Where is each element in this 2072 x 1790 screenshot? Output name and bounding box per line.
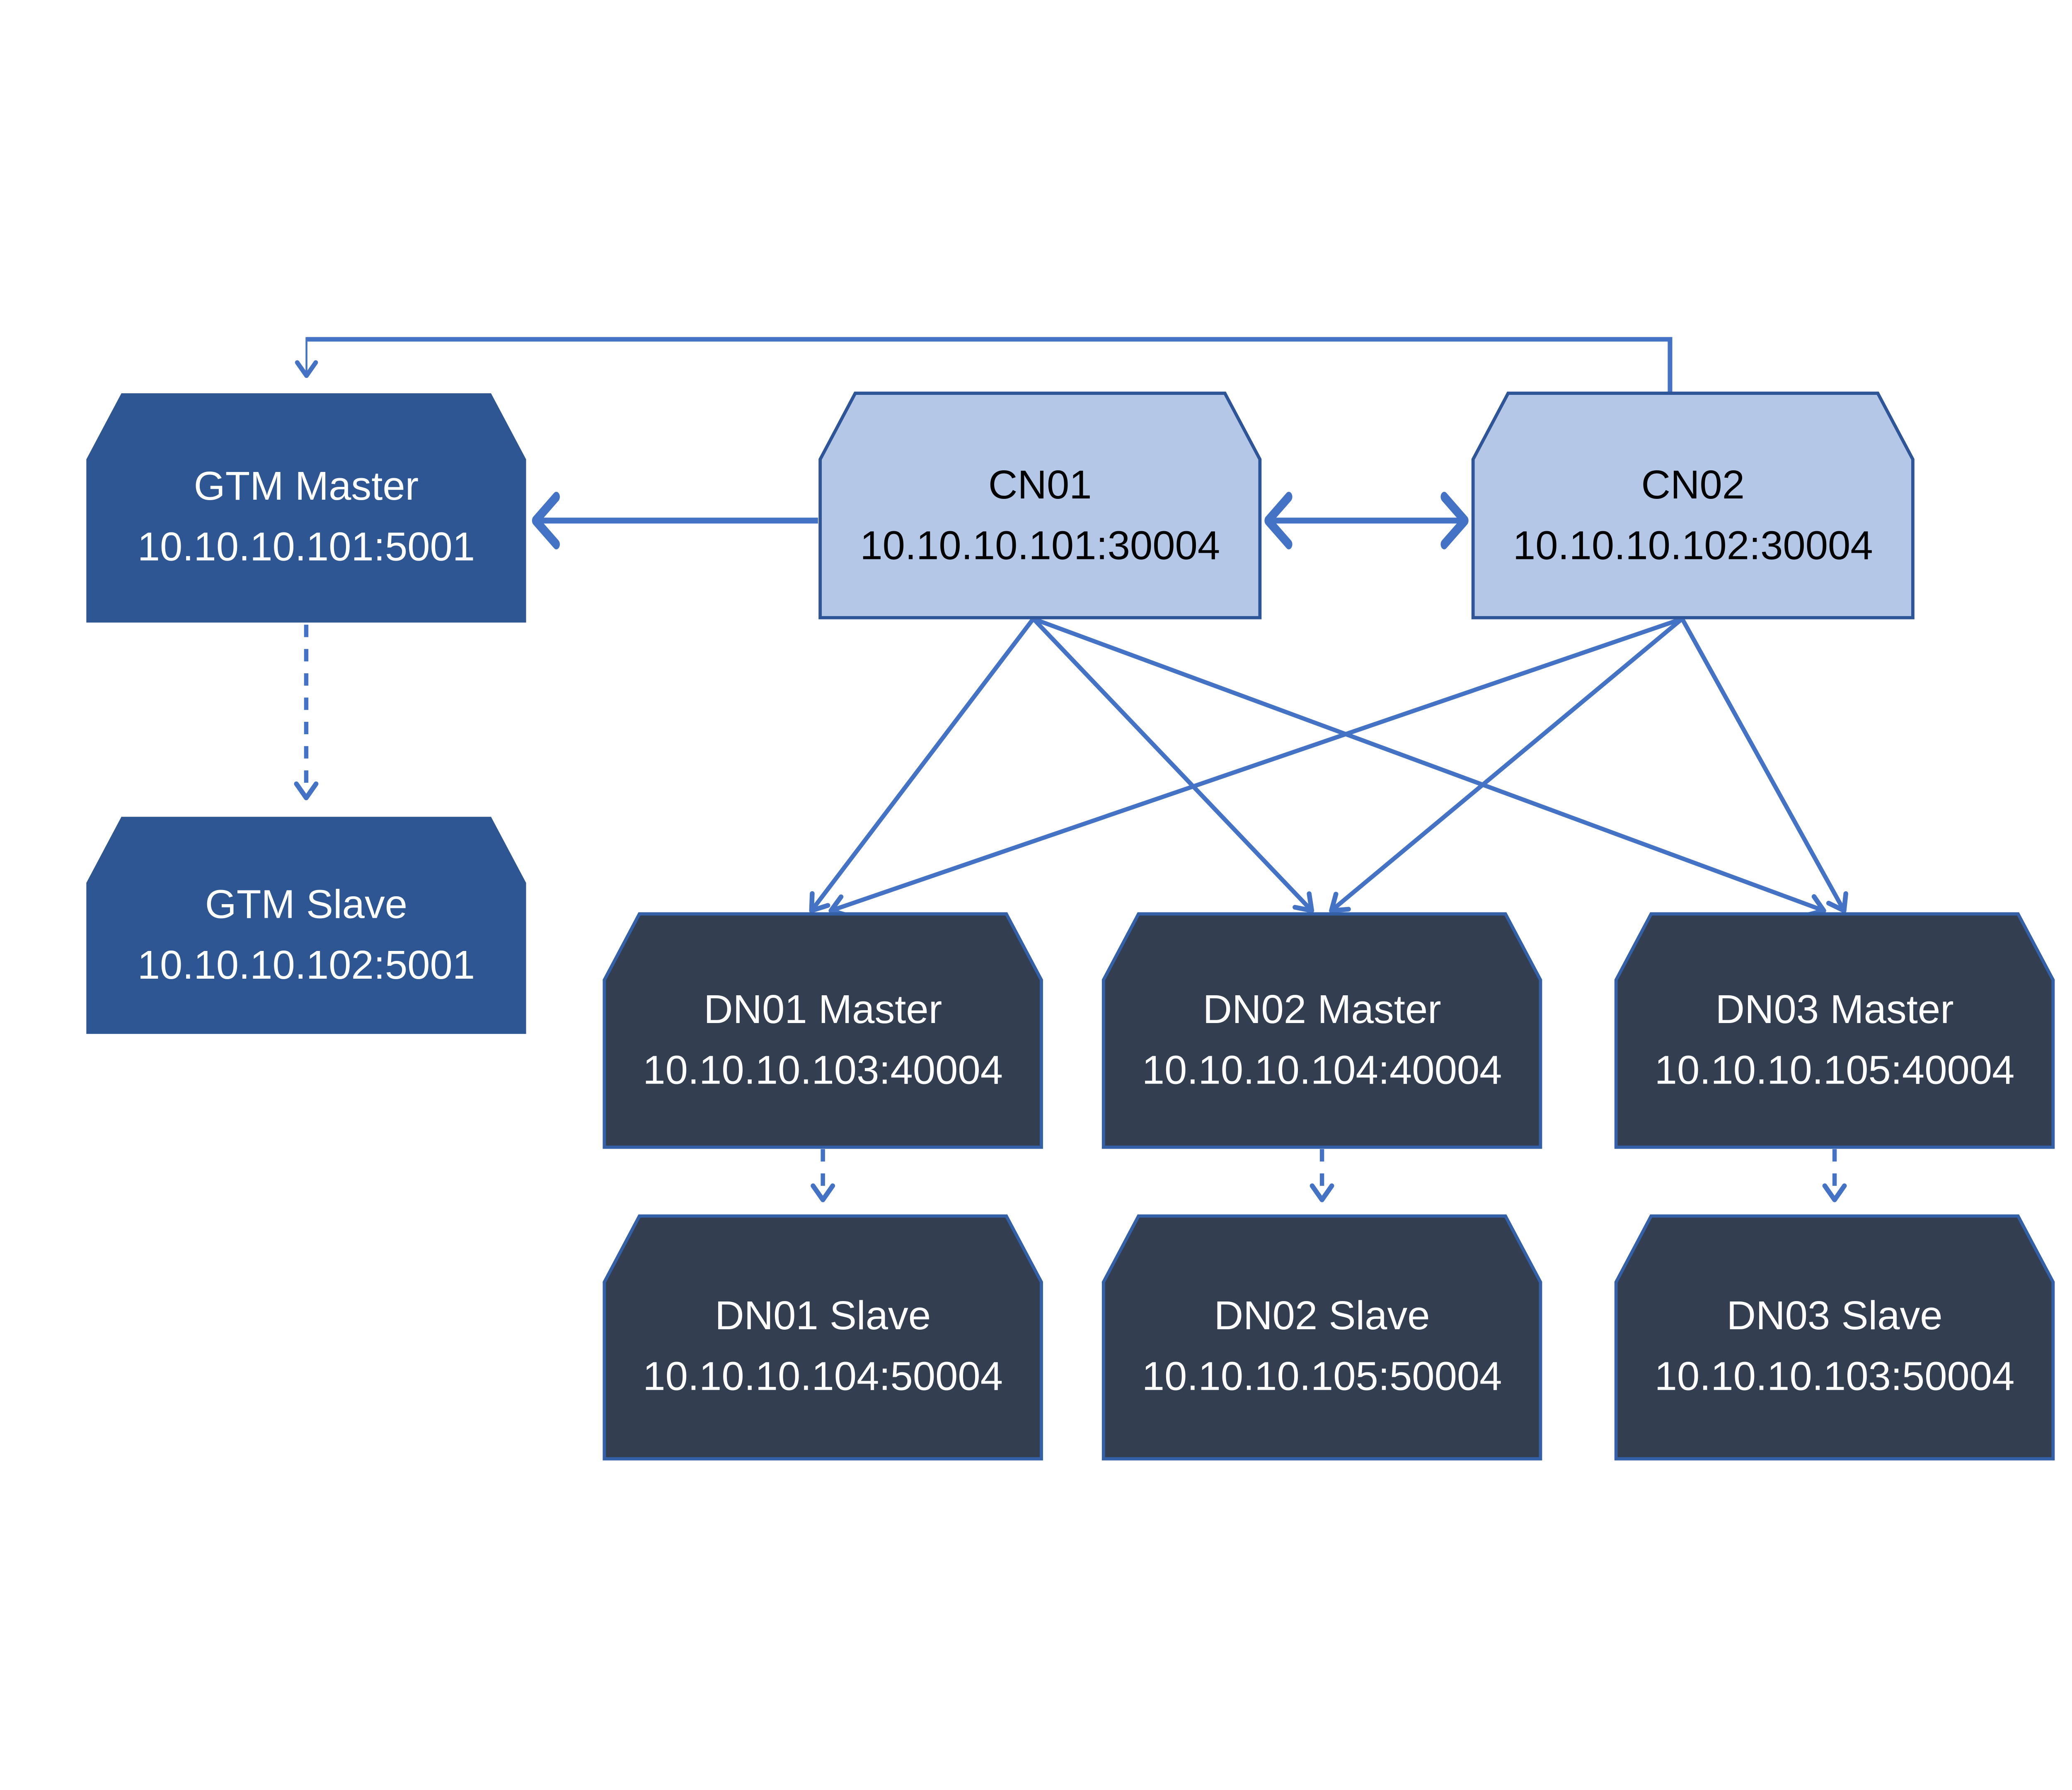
cn02-shape <box>1471 392 1915 619</box>
dn03-master-address: 10.10.10.105:40004 <box>1655 1047 2015 1093</box>
edge-cn01-to-dn03-master <box>1031 617 1826 918</box>
node-cn01: CN01 10.10.10.101:30004 <box>818 392 1262 619</box>
edge-cn02-to-dn01-master <box>828 617 1685 918</box>
edges-layer <box>294 337 1848 1202</box>
node-dn01-slave: DN01 Slave 10.10.10.104:50004 <box>603 1214 1043 1461</box>
cn01-shape <box>818 392 1262 619</box>
dn02-master-label: DN02 Master <box>1203 987 1441 1032</box>
dn01-master-shape <box>603 912 1043 1149</box>
node-dn02-master: DN02 Master 10.10.10.104:40004 <box>1101 912 1542 1149</box>
edge-cn02-to-dn02-master <box>1329 617 1685 913</box>
dn03-master-shape <box>1614 912 2055 1149</box>
node-gtm-master: GTM Master 10.10.10.101:5001 <box>86 393 526 623</box>
gtm-slave-label: GTM Slave <box>205 881 407 926</box>
dn03-slave-address: 10.10.10.103:50004 <box>1655 1354 2015 1399</box>
cn01-label: CN01 <box>988 462 1092 507</box>
dn01-slave-address: 10.10.10.104:50004 <box>643 1354 1003 1399</box>
node-dn01-master: DN01 Master 10.10.10.103:40004 <box>603 912 1043 1149</box>
edge-cn02-to-dn03-master <box>1680 617 1848 913</box>
dn02-master-address: 10.10.10.104:40004 <box>1142 1047 1502 1093</box>
cn01-address: 10.10.10.101:30004 <box>860 522 1220 568</box>
gtm-master-label: GTM Master <box>194 463 419 508</box>
dn03-slave-label: DN03 Slave <box>1727 1293 1943 1338</box>
gtm-master-address: 10.10.10.101:5001 <box>138 524 475 569</box>
edge-cn02-to-gtm-master-elbow <box>306 337 1673 392</box>
cn02-label: CN02 <box>1641 462 1745 507</box>
dn01-slave-shape <box>603 1214 1043 1461</box>
dn02-slave-label: DN02 Slave <box>1214 1293 1430 1338</box>
gtm-slave-address: 10.10.10.102:5001 <box>138 942 475 987</box>
dn03-slave-shape <box>1614 1214 2055 1461</box>
dn01-master-label: DN01 Master <box>704 987 942 1032</box>
dn01-slave-label: DN01 Slave <box>715 1293 931 1338</box>
dn01-master-address: 10.10.10.103:40004 <box>643 1047 1003 1093</box>
cn02-address: 10.10.10.102:30004 <box>1513 522 1873 568</box>
edge-cn01-to-dn01-master <box>809 617 1036 913</box>
node-dn03-slave: DN03 Slave 10.10.10.103:50004 <box>1614 1214 2055 1461</box>
dn02-master-shape <box>1101 912 1542 1149</box>
dn02-slave-shape <box>1101 1214 1542 1461</box>
gtm-master-shape <box>86 393 526 623</box>
gtm-slave-shape <box>86 817 526 1034</box>
node-gtm-slave: GTM Slave 10.10.10.102:5001 <box>86 817 526 1034</box>
dn03-master-label: DN03 Master <box>1715 987 1953 1032</box>
node-cn02: CN02 10.10.10.102:30004 <box>1471 392 1915 619</box>
node-dn02-slave: DN02 Slave 10.10.10.105:50004 <box>1101 1214 1542 1461</box>
edge-cn01-to-dn02-master <box>1031 617 1314 913</box>
node-dn03-master: DN03 Master 10.10.10.105:40004 <box>1614 912 2055 1149</box>
dn02-slave-address: 10.10.10.105:50004 <box>1142 1354 1502 1399</box>
